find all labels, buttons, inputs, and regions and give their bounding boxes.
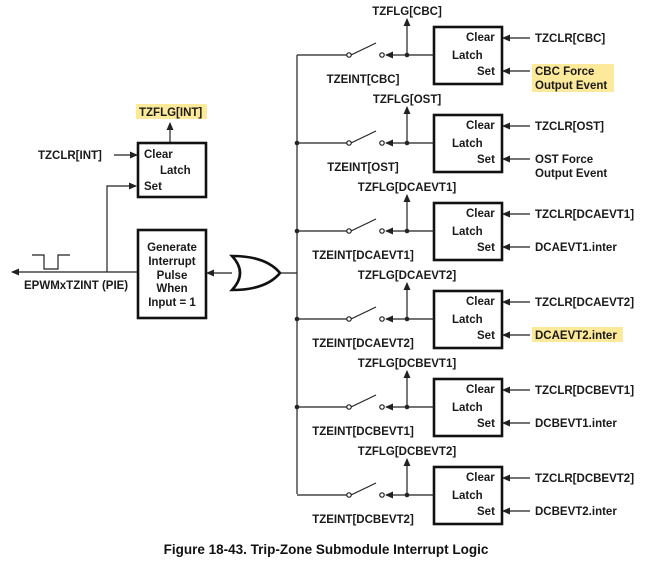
source-label: DCAEVT2.inter	[535, 330, 617, 342]
switch-contact-icon	[379, 492, 385, 498]
flag-label: TZFLG[DCBEVT2]	[358, 446, 457, 458]
flag-label: TZFLG[CBC]	[372, 6, 442, 18]
flag-label: TZFLG[DCAEVT1]	[358, 182, 457, 194]
latch-latch-label: Latch	[452, 314, 483, 326]
clr-label: TZCLR[DCAEVT1]	[535, 209, 634, 221]
int-latch-box	[136, 141, 208, 199]
figure-caption: Figure 18-43. Trip-Zone Submodule Interr…	[164, 542, 489, 557]
latch-latch-label: Latch	[452, 402, 483, 414]
generator-line-5: Input = 1	[148, 297, 196, 309]
generator-line-2: Interrupt	[148, 256, 195, 268]
switch-contact-icon	[379, 52, 385, 58]
latch-row-1	[297, 18, 530, 86]
output-label: EPWMxTZINT (PIE)	[24, 280, 128, 292]
pulse-waveform-icon	[32, 254, 70, 270]
clr-label: TZCLR[DCBEVT1]	[535, 385, 634, 397]
enable-label: TZEINT[CBC]	[327, 74, 400, 86]
latch-box	[432, 113, 504, 174]
latch-row-4	[294, 282, 530, 350]
enable-switch-icon	[350, 42, 377, 56]
latch-latch-label: Latch	[452, 50, 483, 62]
int-latch-latch: Latch	[160, 165, 191, 177]
latch-latch-label: Latch	[452, 138, 483, 150]
source-label-line2: Output Event	[535, 80, 607, 92]
switch-contact-icon	[379, 404, 385, 410]
clr-label: TZCLR[DCAEVT2]	[535, 297, 634, 309]
latch-clear-label: Clear	[466, 384, 495, 396]
latch-set-label: Set	[477, 154, 495, 166]
latch-set-label: Set	[477, 418, 495, 430]
latch-row-5	[294, 370, 530, 438]
flag-label: TZFLG[OST]	[373, 94, 442, 106]
latch-latch-label: Latch	[452, 226, 483, 238]
flag-label: TZFLG[DCBEVT1]	[358, 358, 457, 370]
latch-box	[432, 465, 504, 526]
switch-contact-icon	[379, 140, 385, 146]
source-label-line2: Output Event	[535, 168, 607, 180]
source-label: DCAEVT1.inter	[535, 242, 617, 254]
latch-clear-label: Clear	[466, 296, 495, 308]
latch-set-label: Set	[477, 506, 495, 518]
latch-clear-label: Clear	[466, 32, 495, 44]
clr-label: TZCLR[OST]	[535, 121, 604, 133]
latch-box	[432, 25, 504, 86]
enable-label: TZEINT[DCAEVT1]	[312, 250, 414, 262]
enable-label: TZEINT[DCBEVT2]	[312, 514, 414, 526]
latch-set-label: Set	[477, 242, 495, 254]
source-label: DCBEVT2.inter	[535, 506, 617, 518]
generator-line-1: Generate	[147, 242, 197, 254]
clr-label: TZCLR[DCBEVT2]	[535, 473, 634, 485]
int-latch-clear: Clear	[144, 149, 173, 161]
enable-label: TZEINT[DCBEVT1]	[312, 426, 414, 438]
interrupt-generator-box	[136, 228, 208, 320]
dcaevt2-source-highlight	[532, 327, 623, 342]
enable-switch-icon	[350, 130, 377, 144]
enable-switch-icon	[350, 218, 377, 232]
int-flag-label: TZFLG[INT]	[139, 107, 202, 119]
int-flag-highlight	[136, 104, 207, 119]
switch-contact-icon	[379, 228, 385, 234]
clr-label: TZCLR[CBC]	[535, 33, 605, 45]
generator-line-4: When	[156, 283, 187, 295]
source-label: DCBEVT1.inter	[535, 418, 617, 430]
latch-clear-label: Clear	[466, 120, 495, 132]
cbc-source-highlight	[532, 64, 614, 92]
generator-line-3: Pulse	[157, 270, 188, 282]
or-gate	[228, 254, 282, 292]
int-latch-set: Set	[144, 181, 162, 193]
latch-clear-label: Clear	[466, 208, 495, 220]
latch-row-2	[294, 106, 530, 174]
latch-box	[432, 377, 504, 438]
enable-label: TZEINT[DCAEVT2]	[312, 338, 414, 350]
flag-label: TZFLG[DCAEVT2]	[358, 270, 457, 282]
enable-switch-icon	[350, 482, 377, 496]
latch-latch-label: Latch	[452, 490, 483, 502]
latch-set-label: Set	[477, 330, 495, 342]
switch-contact-icon	[379, 316, 385, 322]
latch-row-3	[294, 194, 530, 262]
latch-clear-label: Clear	[466, 472, 495, 484]
latch-box	[432, 201, 504, 262]
int-clr-label: TZCLR[INT]	[38, 150, 102, 162]
source-label: CBC Force	[535, 66, 594, 78]
enable-switch-icon	[350, 306, 377, 320]
enable-label: TZEINT[OST]	[327, 162, 399, 174]
source-label: OST Force	[535, 154, 593, 166]
latch-row-6	[297, 458, 530, 526]
latch-set-label: Set	[477, 66, 495, 78]
enable-switch-icon	[350, 394, 377, 408]
